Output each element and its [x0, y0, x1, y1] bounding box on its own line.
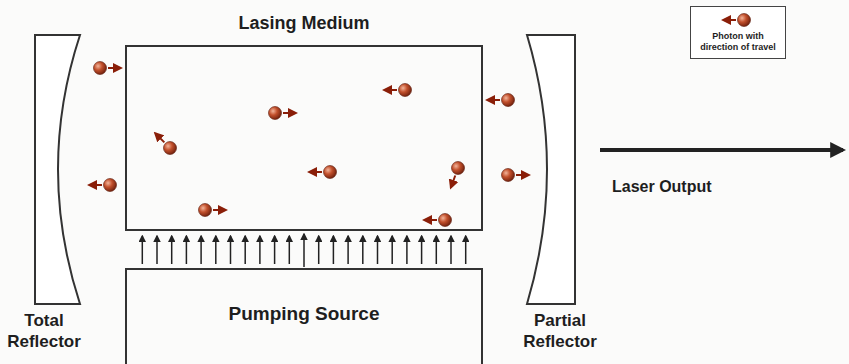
legend-text: Photon with direction of travel — [695, 31, 781, 53]
photon — [424, 214, 452, 227]
legend-box: Photon with direction of travel — [690, 6, 786, 59]
pump-arrow — [215, 236, 217, 264]
pump-arrow — [465, 236, 467, 264]
pump-arrow — [347, 236, 349, 264]
pumping-source-box: Pumping Source — [125, 268, 483, 364]
mirror-outline — [35, 35, 80, 304]
output-label: Laser Output — [612, 178, 712, 196]
pump-arrow — [333, 236, 335, 264]
pump-arrow — [244, 236, 246, 264]
partial-reflector: Partial Reflector — [505, 32, 615, 353]
photon — [94, 62, 122, 75]
photon — [384, 84, 412, 97]
legend-item: Photon with direction of travel — [695, 11, 781, 53]
pump-arrow — [391, 236, 393, 264]
pump-arrow — [230, 236, 232, 264]
pump-arrow — [200, 236, 202, 264]
mirror-shape — [0, 32, 95, 308]
pump-arrow — [142, 236, 144, 264]
pump-arrow — [450, 236, 452, 264]
pump-arrow — [421, 236, 423, 264]
mirror-outline — [527, 35, 575, 304]
mirror-shape — [505, 32, 615, 308]
box-heading: Lasing Medium — [127, 13, 481, 34]
photon — [451, 162, 465, 188]
pump-arrow — [259, 236, 261, 264]
photons — [89, 62, 529, 227]
photon — [89, 179, 117, 192]
pump-arrow — [156, 236, 158, 264]
total-reflector: Total Reflector — [0, 32, 95, 353]
lasing-medium-box: Lasing Medium — [125, 45, 483, 231]
mirror-label: Total Reflector — [2, 310, 86, 353]
pump-arrow — [171, 236, 173, 264]
pump-connector — [303, 234, 305, 267]
legend-photon-sample — [718, 11, 758, 29]
pump-arrow — [274, 236, 276, 264]
photon — [199, 204, 227, 217]
photon — [269, 107, 297, 120]
photon — [487, 94, 515, 107]
photon — [502, 169, 530, 182]
pump-arrow — [406, 236, 408, 264]
pump-arrow — [436, 236, 438, 264]
photon — [155, 133, 176, 154]
pump-arrow — [318, 236, 320, 264]
photon — [309, 166, 337, 179]
pump-arrow — [289, 236, 291, 264]
pump-arrow — [186, 236, 188, 264]
mirror-label: Partial Reflector — [510, 310, 610, 353]
pump-arrow — [362, 236, 364, 264]
box-label: Pumping Source — [225, 299, 384, 329]
output-beam-arrow — [600, 148, 843, 152]
pump-arrow — [377, 236, 379, 264]
